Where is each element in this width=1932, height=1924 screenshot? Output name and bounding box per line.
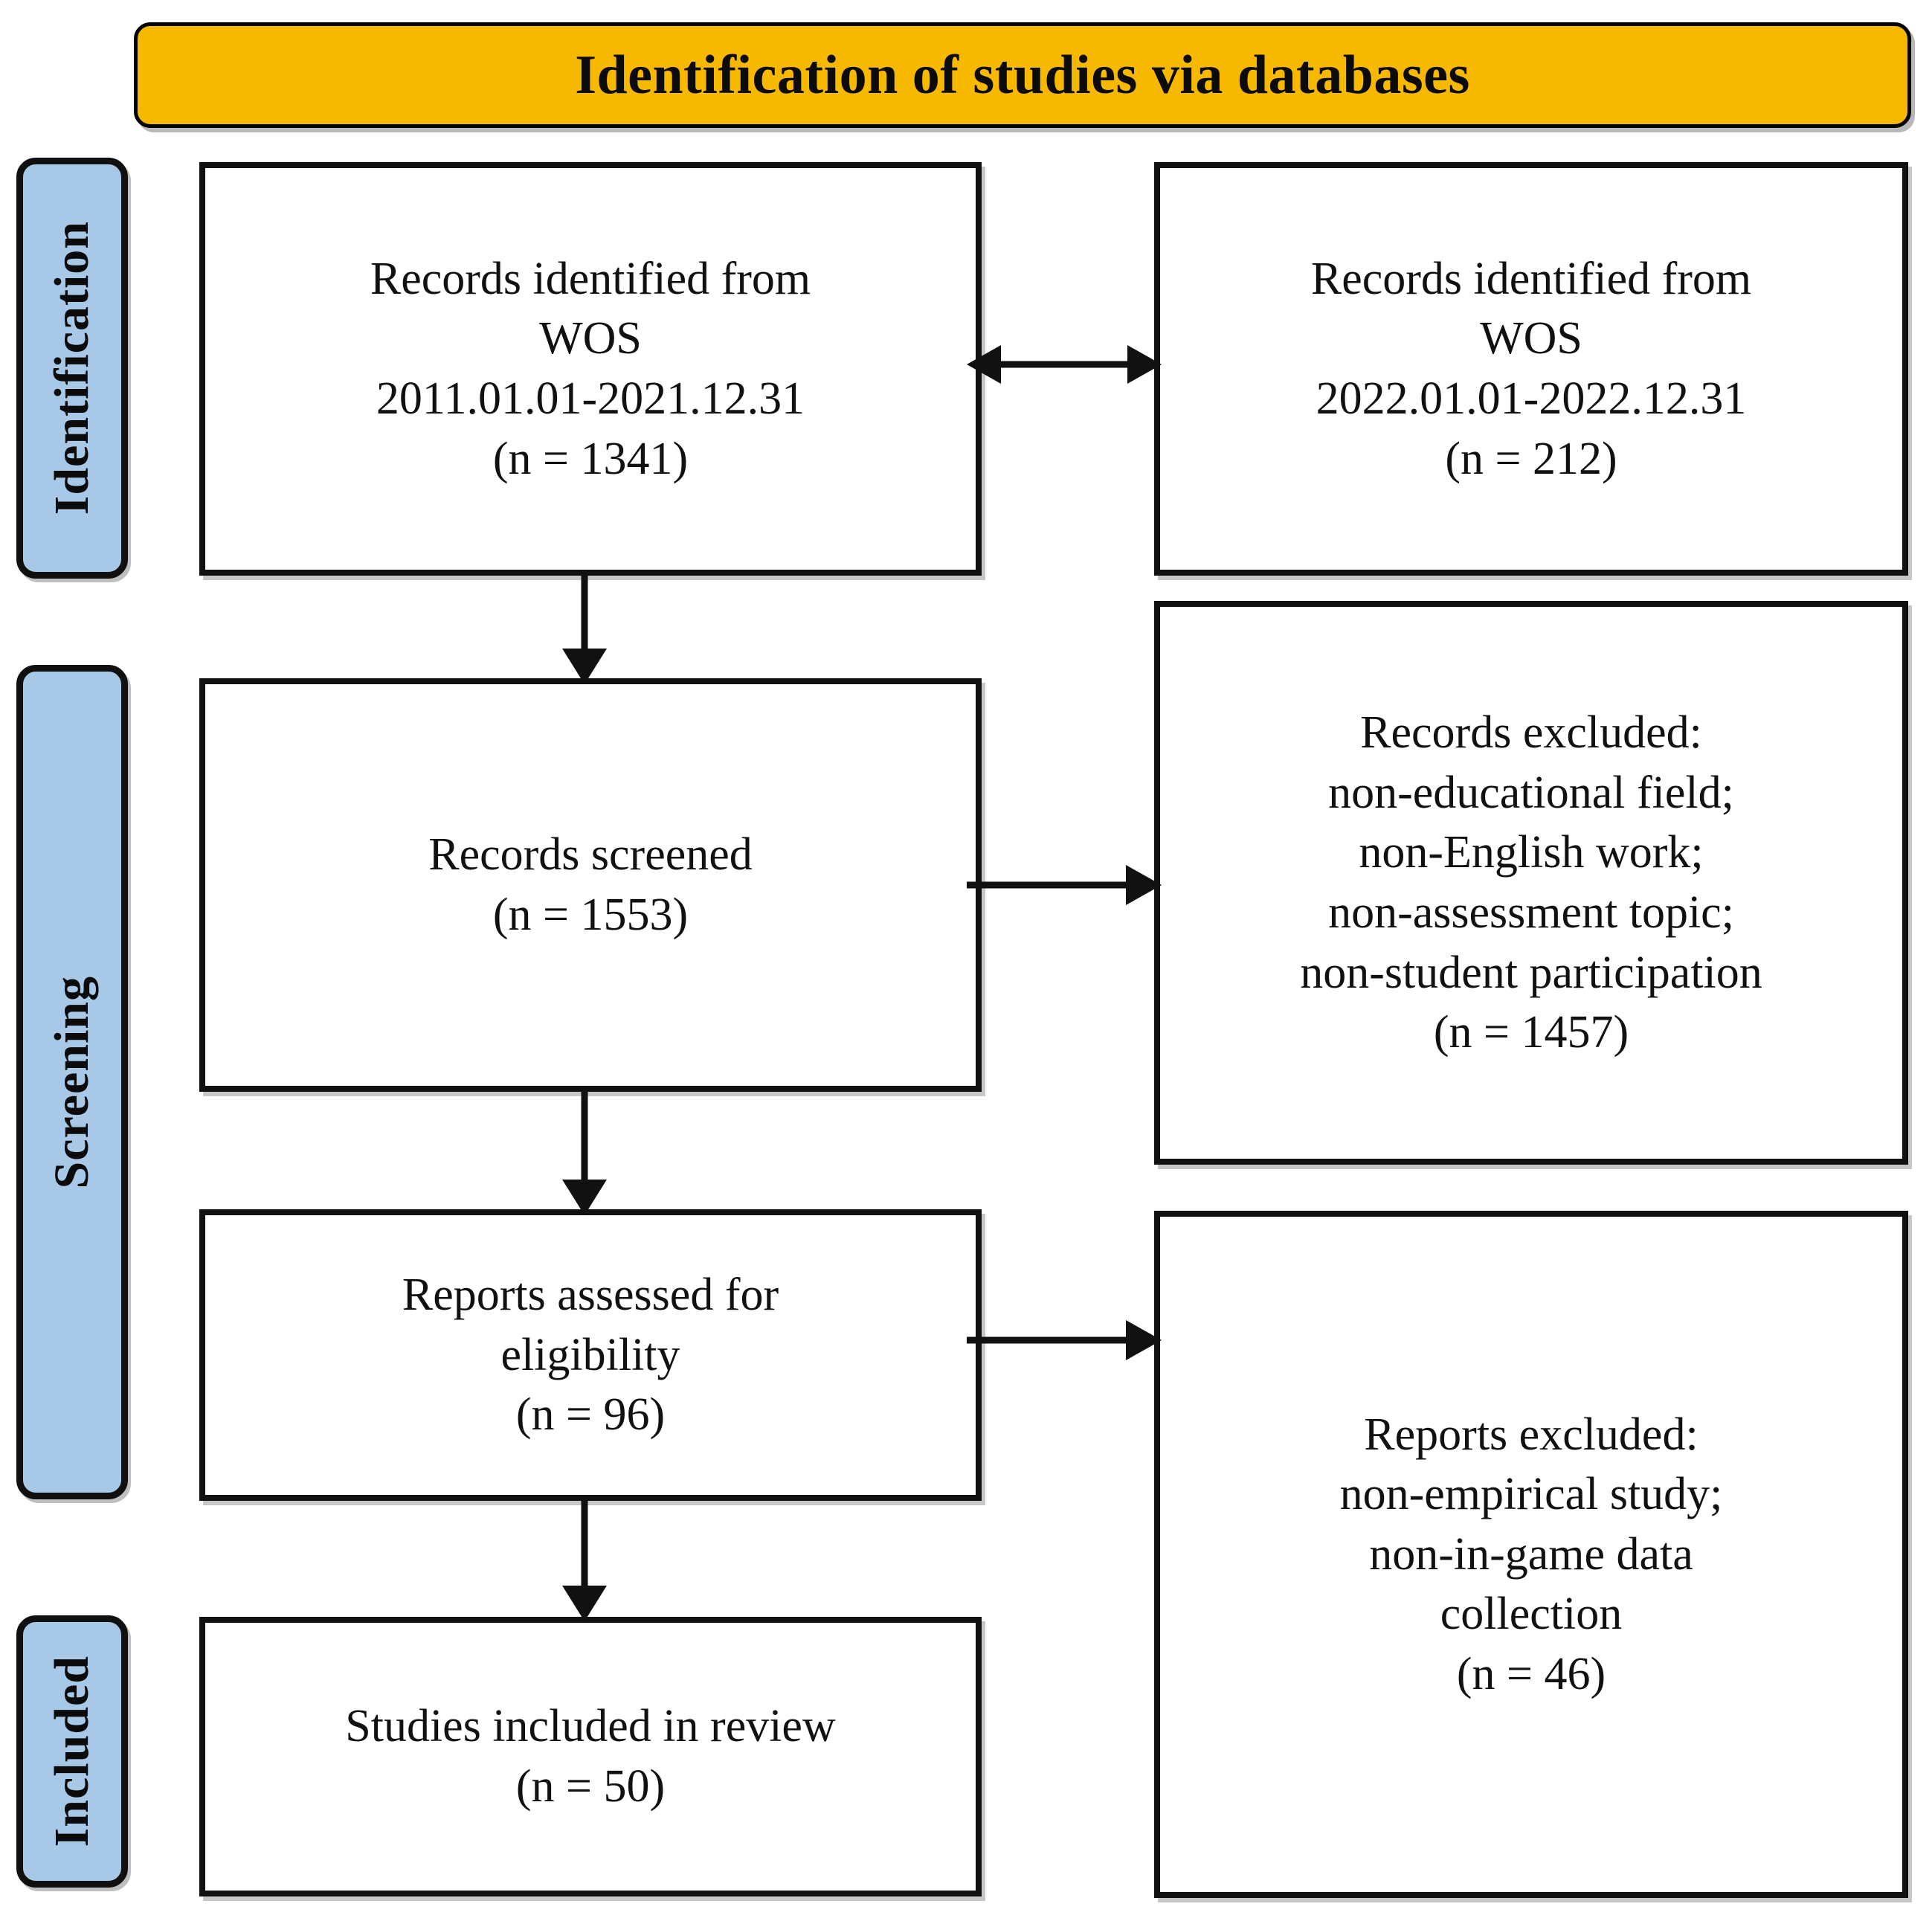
diagram-header-banner: Identification of studies via databases xyxy=(134,22,1911,128)
arrow-right-screened-to-records-excluded-icon xyxy=(967,865,1162,905)
flow-box-records-identified-wos-2022: Records identified from WOS 2022.01.01-2… xyxy=(1154,162,1908,576)
arrow-right-eligibility-to-reports-excluded-icon xyxy=(967,1320,1162,1360)
flow-box-line: Records identified from xyxy=(370,253,811,304)
flow-box-reports-excluded: Reports excluded: non-empirical study; n… xyxy=(1154,1211,1908,1898)
flow-box-line: Reports excluded: xyxy=(1364,1409,1698,1460)
flow-box-records-screened: Records screened (n = 1553) xyxy=(199,678,982,1092)
stage-tab-identification-label: Identification xyxy=(45,221,99,515)
stage-tab-included: Included xyxy=(16,1615,128,1888)
flow-box-line: (n = 1341) xyxy=(492,433,689,484)
flow-box-studies-included-in-review: Studies included in review (n = 50) xyxy=(199,1617,982,1896)
flow-box-line: non-empirical study; xyxy=(1339,1469,1723,1520)
flow-box-line: collection xyxy=(1440,1589,1623,1640)
flow-box-line: Reports assessed for xyxy=(402,1270,779,1321)
flow-box-records-excluded: Records excluded: non-educational field;… xyxy=(1154,601,1908,1165)
flow-box-line: non-assessment topic; xyxy=(1328,887,1734,938)
flow-box-line: Studies included in review xyxy=(345,1701,836,1752)
flow-box-line: non-student participation xyxy=(1300,947,1762,998)
double-headed-arrow-top-icon xyxy=(967,345,1162,384)
arrow-down-identified-to-screened-icon xyxy=(562,571,607,684)
flow-box-line: (n = 46) xyxy=(1456,1648,1606,1699)
flow-box-line: non-English work; xyxy=(1359,827,1704,878)
flow-box-line: WOS xyxy=(1480,313,1582,364)
flow-box-line: (n = 1457) xyxy=(1433,1007,1629,1058)
stage-tab-identification: Identification xyxy=(16,158,128,579)
flow-box-line: (n = 1553) xyxy=(492,889,689,940)
flow-box-line: Records screened xyxy=(428,829,753,881)
stage-tab-included-label: Included xyxy=(45,1656,99,1847)
flow-box-line: eligibility xyxy=(500,1329,680,1380)
flow-box-records-identified-wos-2011-2021: Records identified from WOS 2011.01.01-2… xyxy=(199,162,982,576)
stage-tab-screening-label: Screening xyxy=(45,975,99,1189)
flow-box-reports-assessed-eligibility: Reports assessed for eligibility (n = 96… xyxy=(199,1209,982,1501)
page-title: Identification of studies via databases xyxy=(575,45,1470,106)
flow-box-line: non-educational field; xyxy=(1328,767,1734,818)
flow-box-line: (n = 212) xyxy=(1445,433,1617,484)
flow-box-line: Records excluded: xyxy=(1360,707,1702,759)
flow-box-line: 2022.01.01-2022.12.31 xyxy=(1316,373,1747,424)
stage-tab-screening: Screening xyxy=(16,665,128,1499)
flow-box-line: (n = 50) xyxy=(515,1761,666,1812)
arrow-down-screened-to-eligibility-icon xyxy=(562,1087,607,1215)
flow-box-line: WOS xyxy=(539,313,642,364)
flow-box-line: (n = 96) xyxy=(515,1389,666,1441)
flow-box-line: Records identified from xyxy=(1310,253,1752,304)
arrow-down-eligibility-to-included-icon xyxy=(562,1496,607,1621)
flow-box-line: 2011.01.01-2021.12.31 xyxy=(376,373,805,424)
flow-box-line: non-in-game data xyxy=(1369,1528,1693,1580)
